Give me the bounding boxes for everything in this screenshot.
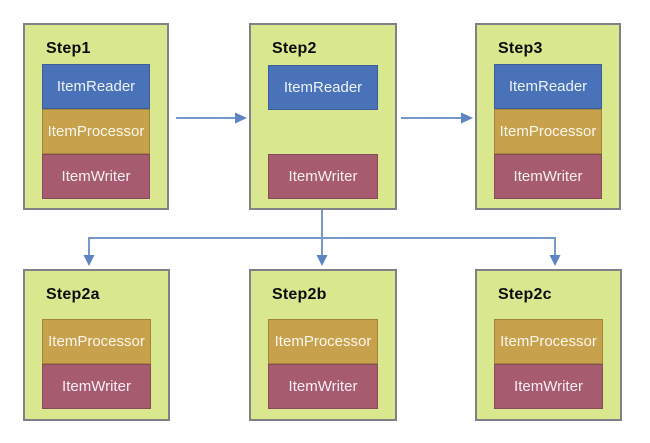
step-box-step1: Step1 ItemReader ItemProcessor ItemWrite… [23, 23, 169, 210]
item-writer-label: ItemWriter [61, 168, 131, 185]
item-reader-label: ItemReader [283, 79, 363, 96]
item-writer-block: ItemWriter [494, 364, 603, 409]
item-writer-label: ItemWriter [288, 378, 358, 395]
step-box-step2: Step2 ItemReader ItemWriter [249, 23, 397, 210]
step-title: Step2 [272, 40, 317, 57]
item-reader-block: ItemReader [42, 64, 150, 109]
step-title: Step2b [272, 286, 327, 303]
item-reader-label: ItemReader [508, 78, 588, 95]
item-processor-label: ItemProcessor [500, 333, 597, 350]
step-title: Step1 [46, 40, 91, 57]
arrow-step1-to-step2 [176, 112, 247, 124]
item-writer-block: ItemWriter [494, 154, 602, 199]
item-processor-block: ItemProcessor [494, 319, 603, 364]
item-writer-label: ItemWriter [62, 378, 131, 395]
step-box-step2a: Step2a ItemProcessor ItemWriter [23, 269, 170, 421]
item-processor-block: ItemProcessor [42, 319, 151, 364]
item-writer-block: ItemWriter [42, 154, 150, 199]
item-writer-label: ItemWriter [288, 168, 358, 185]
item-writer-label: ItemWriter [514, 378, 583, 395]
item-processor-block: ItemProcessor [268, 319, 378, 364]
step-title: Step2a [46, 286, 100, 303]
item-processor-block: ItemProcessor [42, 109, 150, 154]
item-reader-block: ItemReader [268, 65, 378, 110]
item-processor-block: ItemProcessor [494, 109, 602, 154]
step-title: Step2c [498, 286, 552, 303]
item-writer-label: ItemWriter [513, 168, 583, 185]
arrow-step2-to-step3 [401, 112, 473, 124]
branch-step2-to-children [83, 209, 561, 266]
item-reader-label: ItemReader [56, 78, 136, 95]
item-processor-label: ItemProcessor [499, 123, 597, 140]
step-title: Step3 [498, 40, 543, 57]
item-processor-label: ItemProcessor [47, 123, 145, 140]
step-box-step2c: Step2c ItemProcessor ItemWriter [475, 269, 622, 421]
item-reader-block: ItemReader [494, 64, 602, 109]
item-writer-block: ItemWriter [42, 364, 151, 409]
item-processor-label: ItemProcessor [48, 333, 145, 350]
item-writer-block: ItemWriter [268, 154, 378, 199]
step-box-step2b: Step2b ItemProcessor ItemWriter [249, 269, 397, 421]
step-box-step3: Step3 ItemReader ItemProcessor ItemWrite… [475, 23, 621, 210]
item-processor-label: ItemProcessor [274, 333, 372, 350]
item-writer-block: ItemWriter [268, 364, 378, 409]
